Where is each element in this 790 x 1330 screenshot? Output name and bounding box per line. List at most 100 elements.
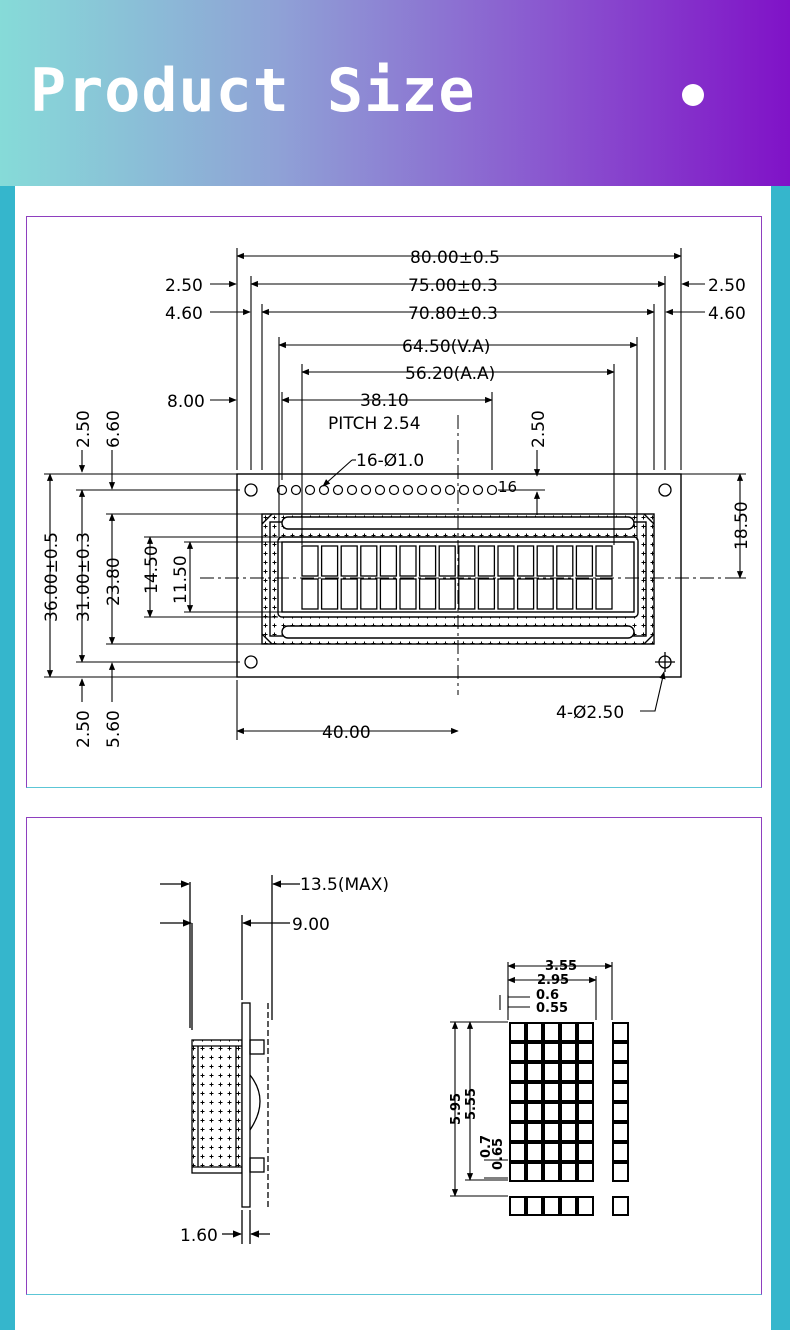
char-dot: [612, 1082, 629, 1102]
char-cell: [556, 578, 574, 610]
char-dot: [612, 1042, 629, 1062]
char-cell: [301, 578, 319, 610]
char-cell: [379, 578, 398, 610]
char-dot: [612, 1162, 629, 1182]
dim-top-pin-2-50: 2.50: [529, 410, 549, 448]
dim-overall-height: 36.00±0.5: [42, 532, 62, 622]
dim-top-6-60: 6.60: [104, 410, 124, 448]
char-dot: [560, 1122, 577, 1142]
char-cell: [458, 545, 476, 577]
char-dot: [577, 1082, 594, 1102]
char-dot: [577, 1122, 594, 1142]
dim-aa-height: 11.50: [171, 555, 191, 604]
pin-hole: [388, 484, 400, 496]
dim-center-height: 18.50: [732, 501, 752, 550]
dim-pin-span: 38.10: [360, 391, 409, 411]
char-dot: [543, 1042, 560, 1062]
page-title: Product Size: [30, 56, 476, 126]
char-dot: [543, 1142, 560, 1162]
pcb-profile: [241, 1002, 251, 1208]
dim-body-thickness: 9.00: [292, 915, 330, 935]
char-dot: [612, 1142, 629, 1162]
bullet-dot-icon: [682, 84, 704, 106]
char-dot: [526, 1162, 543, 1182]
char-dot: [526, 1042, 543, 1062]
char-cell: [340, 578, 358, 610]
char-cell: [399, 545, 417, 577]
char-dot: [577, 1162, 594, 1182]
char-cell: [360, 545, 378, 577]
cursor-dot: [612, 1196, 629, 1216]
char-dot: [577, 1042, 594, 1062]
dim-pcb-hole-span: 75.00±0.3: [408, 276, 498, 296]
char-dot: [543, 1022, 560, 1042]
char-cell: [575, 578, 594, 610]
pin-hole: [402, 484, 414, 496]
char-cell: [556, 545, 574, 577]
char-cell: [595, 578, 613, 610]
dim-pitch: PITCH 2.54: [328, 414, 421, 434]
dim-pcb-thickness: 1.60: [180, 1226, 218, 1246]
dim-center-width: 40.00: [322, 723, 371, 743]
char-dot: [509, 1062, 526, 1082]
char-dot: [560, 1102, 577, 1122]
dim-overall-width: 80.00±0.5: [410, 248, 500, 268]
pin-hole: [276, 484, 288, 496]
char-dot: [560, 1162, 577, 1182]
char-dot: [543, 1082, 560, 1102]
char-cell: [438, 545, 456, 577]
dim-right-4-60: 4.60: [708, 304, 746, 324]
dim-bezel-height: 23.80: [104, 557, 124, 606]
char-cell: [301, 545, 319, 577]
char-cell: [418, 578, 437, 610]
pin-hole: [374, 484, 386, 496]
char-cell: [575, 545, 594, 577]
char-cell: [418, 545, 437, 577]
dim-bezel-width: 70.80±0.3: [408, 304, 498, 324]
char-dot: [509, 1022, 526, 1042]
pin-hole: [430, 484, 442, 496]
mount-hole: [244, 655, 258, 669]
char-dot: [577, 1142, 594, 1162]
cursor-dot: [560, 1196, 577, 1216]
char-dot: [543, 1102, 560, 1122]
lcd-body-profile: [191, 1039, 243, 1174]
pin-hole: [472, 484, 484, 496]
char-dot: [543, 1162, 560, 1182]
char-cell: [497, 578, 515, 610]
char-cell: [536, 545, 554, 577]
char-dot: [577, 1062, 594, 1082]
char-cell: [497, 545, 515, 577]
char-dot: [526, 1102, 543, 1122]
char-cell: [399, 578, 417, 610]
char-cell: [320, 545, 339, 577]
dim-active-area: 56.20(A.A): [405, 364, 495, 384]
dim-top-2-50: 2.50: [74, 410, 94, 448]
dim-pin-offset: 8.00: [167, 392, 205, 412]
char-cell: [340, 545, 358, 577]
dim-left-2-50: 2.50: [165, 276, 203, 296]
char-dot: [526, 1022, 543, 1042]
dim-dot-area-width: 2.95: [537, 973, 569, 988]
char-cell: [458, 578, 476, 610]
pin-hole: [444, 484, 456, 496]
dim-char-height: 5.95: [449, 1093, 464, 1125]
pin-hole: [486, 484, 498, 496]
char-dot: [509, 1162, 526, 1182]
dim-dot-pitch-w: 0.6: [536, 988, 559, 1003]
char-dot: [577, 1102, 594, 1122]
dim-max-thickness: 13.5(MAX): [300, 875, 389, 895]
pcb-outline: [236, 473, 682, 678]
char-dot: [509, 1082, 526, 1102]
dim-mount-holes: 4-Ø2.50: [556, 703, 624, 723]
char-dot: [526, 1062, 543, 1082]
dim-right-2-50: 2.50: [708, 276, 746, 296]
dim-dot-area-height: 5.55: [464, 1088, 479, 1120]
char-dot: [612, 1022, 629, 1042]
side-view-frame: [26, 817, 762, 1295]
char-cell: [477, 578, 496, 610]
cursor-dot: [543, 1196, 560, 1216]
dim-left-4-60: 4.60: [165, 304, 203, 324]
char-cell: [438, 578, 456, 610]
